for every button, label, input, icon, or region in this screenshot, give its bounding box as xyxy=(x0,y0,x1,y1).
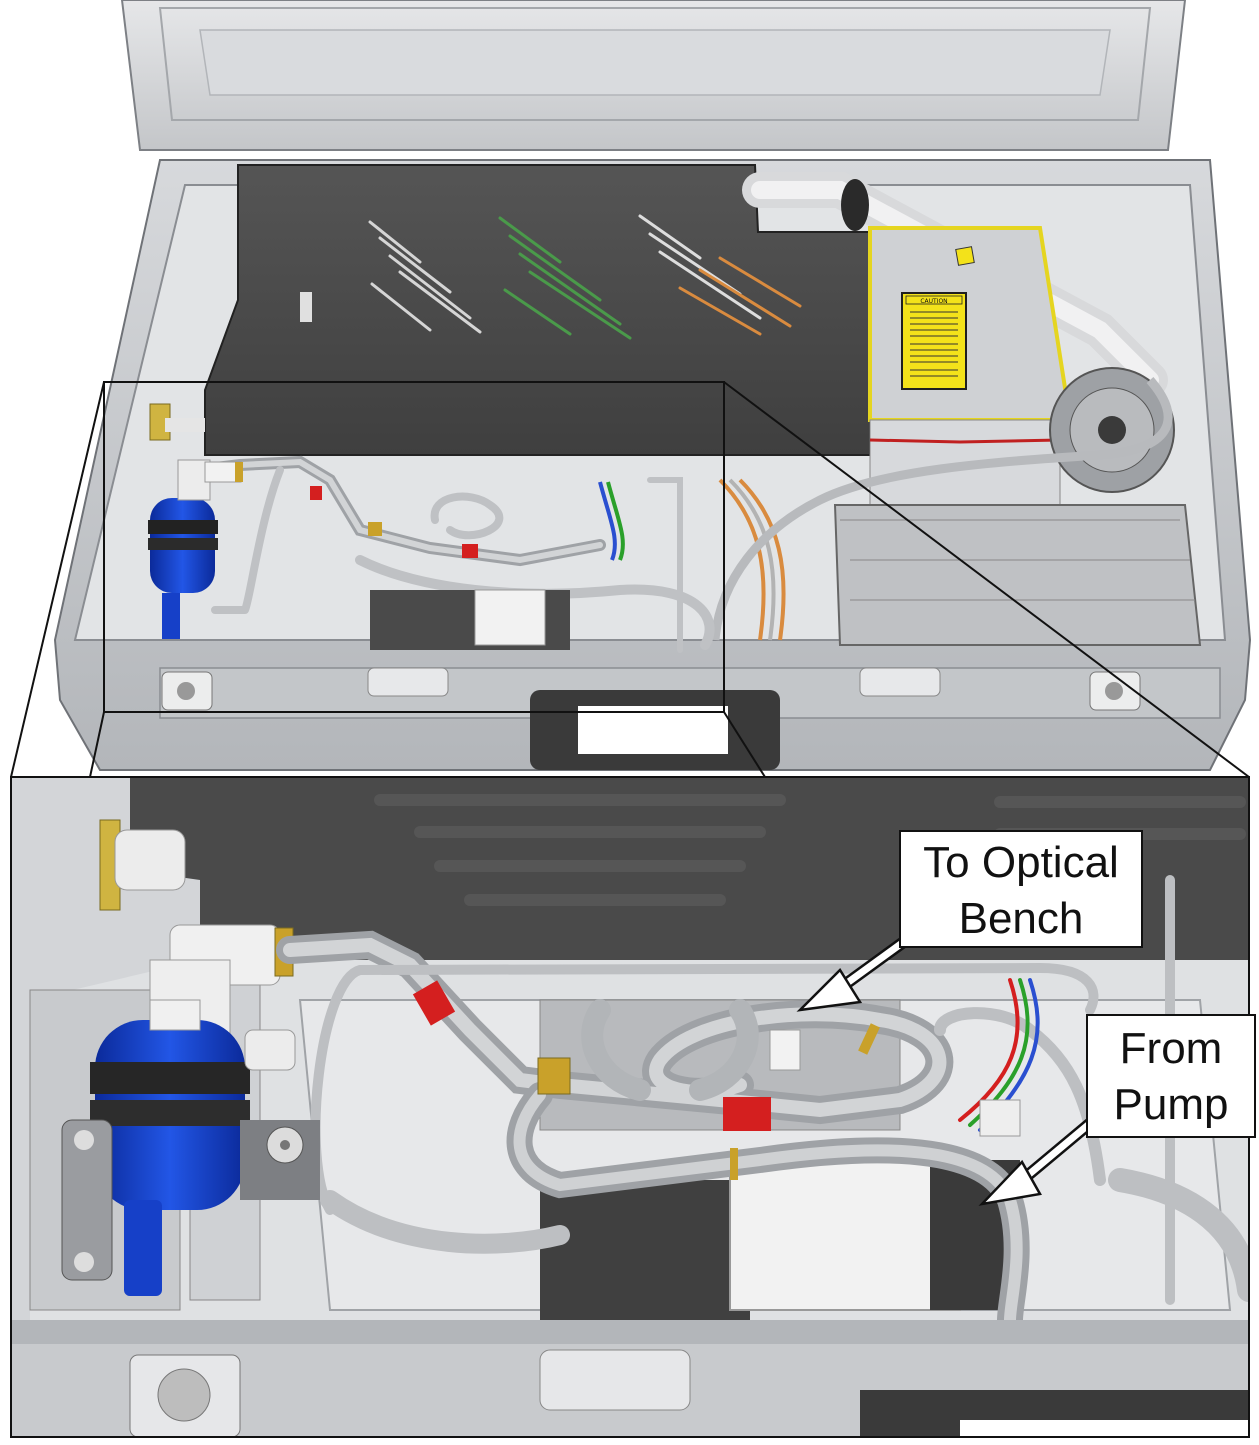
power-supply xyxy=(833,504,1202,646)
callout-from-pump: From Pump xyxy=(1086,1014,1256,1138)
filter-icon xyxy=(148,459,243,639)
zoom-highlight-box xyxy=(103,381,725,713)
callout-to-optical-bench: To Optical Bench xyxy=(899,830,1143,948)
caution-sticker: CAUTION xyxy=(901,292,967,390)
callout-from-pump-line2: Pump xyxy=(1113,1080,1229,1129)
callout-to-optical-bench-line1: To Optical xyxy=(923,838,1119,887)
zoom-connector-right xyxy=(723,381,1250,778)
callout-from-pump-line1: From xyxy=(1119,1024,1223,1073)
caution-sticker-text: CAUTION xyxy=(920,298,947,305)
zoom-panel xyxy=(11,777,1249,1437)
zoom-connector-left xyxy=(10,381,105,778)
arrow-icon xyxy=(978,1115,1098,1206)
callout-to-optical-bench-line2: Bench xyxy=(958,894,1084,943)
vent-slots xyxy=(368,214,802,340)
zoom-filter xyxy=(61,999,320,1296)
bench-return-tube xyxy=(710,377,1173,641)
case-lid xyxy=(120,0,1187,151)
zoom-pump-motor xyxy=(729,1159,961,1311)
overview-plumbing xyxy=(194,455,715,653)
